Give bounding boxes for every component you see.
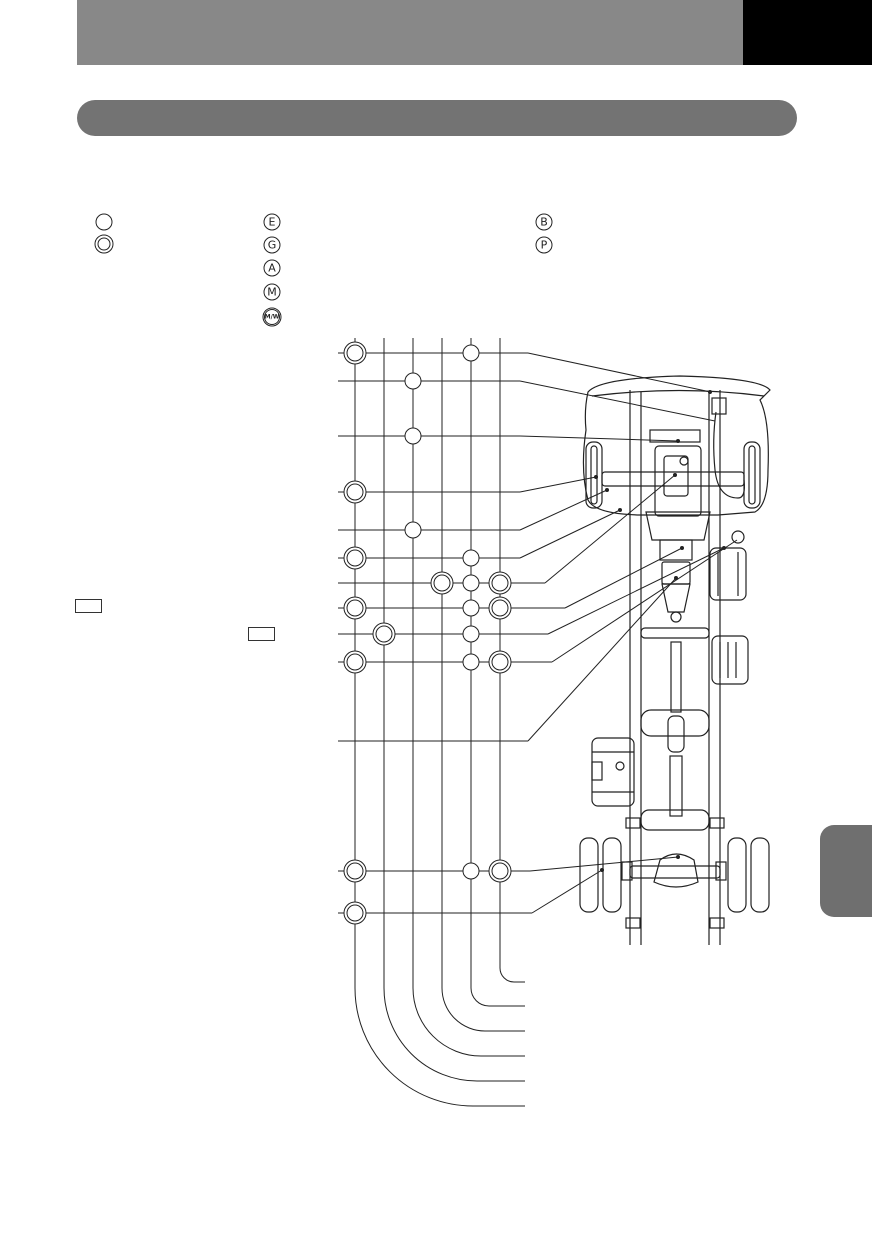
truck-chassis-drawing <box>579 375 771 945</box>
double-circle-marker <box>343 901 367 925</box>
rear-differential <box>653 853 699 888</box>
single-circle-marker <box>462 344 480 362</box>
single-circle-marker <box>462 574 480 592</box>
transmission <box>659 539 693 561</box>
rear-wheel-left-outer <box>579 837 599 913</box>
note-box-left <box>75 599 102 613</box>
double-circle-marker <box>343 596 367 620</box>
air-tank <box>709 547 747 601</box>
single-circle-marker <box>462 599 480 617</box>
single-circle-marker <box>404 427 422 445</box>
check-point-markers <box>343 341 512 925</box>
legend-symbol-a-icon <box>263 259 281 277</box>
double-circle-marker <box>430 571 454 595</box>
note-box-right <box>248 627 275 641</box>
legend-symbol-g-icon <box>263 236 281 254</box>
legend-symbol-m-icon <box>263 283 281 301</box>
double-circle-marker <box>343 341 367 365</box>
single-circle-marker <box>462 549 480 567</box>
legend-symbol-p-icon <box>535 236 553 254</box>
single-circle-marker <box>404 372 422 390</box>
double-circle-marker <box>488 650 512 674</box>
section-title-bar <box>77 100 797 136</box>
engine-block <box>654 445 702 517</box>
clutch-housing <box>645 511 711 541</box>
legend-label-b: B <box>540 216 548 229</box>
header-black-block <box>743 0 872 65</box>
cab-outline <box>582 375 771 516</box>
double-circle-marker <box>372 622 396 646</box>
battery-box <box>711 635 749 685</box>
double-circle-marker <box>343 859 367 883</box>
legend-label-m: M <box>267 286 277 299</box>
legend-single-circle-icon <box>95 213 113 231</box>
front-wheel-right <box>743 441 761 509</box>
double-circle-marker <box>488 571 512 595</box>
double-circle-marker <box>488 859 512 883</box>
leader-end-dots <box>594 390 726 872</box>
rear-axle <box>629 865 721 879</box>
legend-label-mw: M/W <box>265 314 280 321</box>
rear-wheel-right-inner <box>727 837 747 913</box>
legend-label-e: E <box>269 216 276 229</box>
legend-label-p: P <box>541 239 548 252</box>
legend-symbol-b-icon <box>535 213 553 231</box>
propeller-shaft-front <box>670 641 682 713</box>
legend <box>94 213 553 327</box>
legend-label-a: A <box>268 262 276 275</box>
legend-symbol-mw-icon <box>262 307 282 327</box>
double-circle-marker <box>343 480 367 504</box>
radiator <box>649 429 701 443</box>
rear-wheel-left-inner <box>602 837 622 913</box>
double-circle-marker <box>343 650 367 674</box>
legend-double-circle-icon <box>94 234 114 254</box>
fuel-tank <box>591 737 635 807</box>
grid-lines <box>338 338 738 1107</box>
legend-symbol-e-icon <box>263 213 281 231</box>
legend-letter-symbols <box>262 213 553 327</box>
single-circle-marker <box>404 521 422 539</box>
single-circle-marker <box>462 653 480 671</box>
single-circle-marker <box>462 862 480 880</box>
chapter-side-tab[interactable] <box>820 825 872 917</box>
header-bar <box>77 0 743 65</box>
rear-wheel-right-outer <box>750 837 770 913</box>
propeller-shaft-rear <box>669 755 683 817</box>
reservoir <box>711 397 727 415</box>
front-axle <box>601 471 745 487</box>
double-circle-marker <box>343 546 367 570</box>
double-circle-marker <box>488 596 512 620</box>
legend-label-g: G <box>268 239 277 252</box>
single-circle-marker <box>462 625 480 643</box>
